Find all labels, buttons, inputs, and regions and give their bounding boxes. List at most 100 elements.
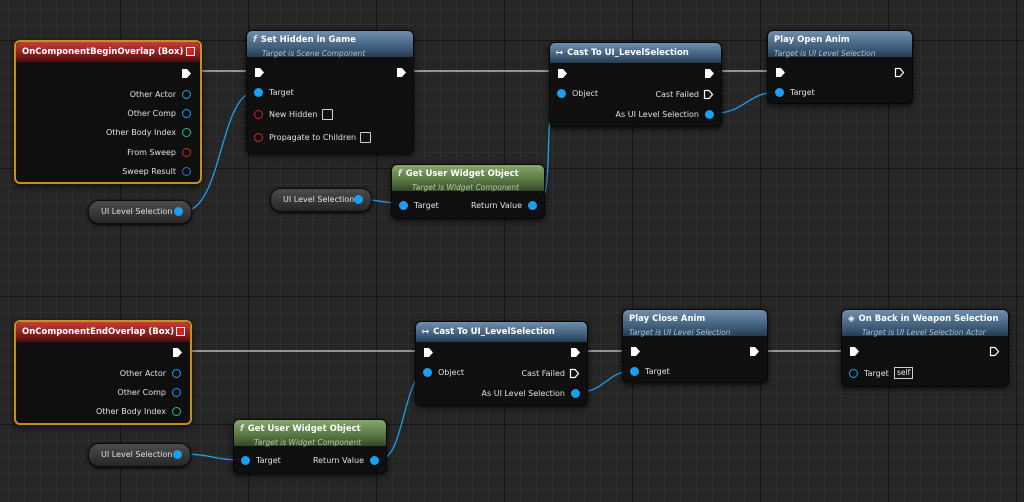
node-title: Play Close Anim bbox=[629, 314, 706, 324]
cast-to-ui-level-selection-node[interactable]: ↦Cast To UI_LevelSelection Object Cast F… bbox=[549, 42, 722, 127]
variable-label: UI Level Selection bbox=[283, 195, 355, 204]
node-title: Cast To UI_LevelSelection bbox=[433, 327, 555, 337]
pin-label: From Sweep bbox=[127, 148, 176, 157]
object-pin-icon[interactable] bbox=[557, 89, 566, 98]
exec-arrow-icon[interactable] bbox=[557, 68, 568, 79]
exec-arrow-icon[interactable] bbox=[630, 346, 641, 357]
node-subtitle: Target is Scene Component bbox=[262, 49, 366, 58]
red-square-icon bbox=[176, 327, 185, 336]
bool-pin-icon[interactable] bbox=[182, 148, 191, 157]
pin-label: Target bbox=[645, 367, 670, 376]
exec-arrow-outline-icon[interactable] bbox=[894, 67, 905, 78]
exec-arrow-icon[interactable] bbox=[254, 67, 265, 78]
node-title: OnComponentEndOverlap (Box) bbox=[22, 327, 174, 337]
exec-arrow-icon[interactable] bbox=[423, 347, 434, 358]
pin-label: Other Body Index bbox=[105, 128, 176, 137]
exec-arrow-icon[interactable] bbox=[396, 67, 407, 78]
red-square-icon bbox=[186, 47, 195, 56]
object-pin-icon[interactable] bbox=[775, 88, 784, 97]
object-pin-icon[interactable] bbox=[172, 388, 181, 397]
object-pin-icon[interactable] bbox=[630, 367, 639, 376]
exec-arrow-icon[interactable] bbox=[570, 347, 581, 358]
pin-label: Object bbox=[572, 89, 599, 98]
pin-label: Target bbox=[414, 201, 439, 210]
function-icon: f bbox=[240, 424, 244, 434]
node-subtitle: Target is Widget Component bbox=[412, 183, 520, 192]
function-icon: f bbox=[253, 35, 257, 45]
node-title: Cast To UI_LevelSelection bbox=[567, 48, 689, 58]
self-value-box[interactable]: self bbox=[894, 367, 914, 379]
object-pin-icon[interactable] bbox=[254, 88, 263, 97]
pin-label: Other Actor bbox=[129, 90, 176, 99]
object-pin-icon[interactable] bbox=[399, 201, 408, 210]
exec-arrow-icon[interactable] bbox=[172, 347, 183, 358]
bool-pin-icon[interactable] bbox=[254, 133, 263, 142]
pin-label: Other Comp bbox=[127, 109, 176, 118]
pin-label: Other Body Index bbox=[95, 407, 166, 416]
exec-arrow-outline-icon[interactable] bbox=[703, 89, 714, 100]
node-header: ↦Cast To UI_LevelSelection bbox=[416, 322, 587, 342]
object-pin-icon[interactable] bbox=[370, 456, 379, 465]
object-pin-icon[interactable] bbox=[571, 389, 580, 398]
object-pin-icon[interactable] bbox=[849, 369, 858, 378]
node-title: OnComponentBeginOverlap (Box) bbox=[22, 47, 184, 57]
pin-label: Sweep Result bbox=[122, 167, 176, 176]
object-pin-icon[interactable] bbox=[174, 207, 183, 216]
pin-label: As UI Level Selection bbox=[615, 110, 699, 119]
pin-label: Other Actor bbox=[119, 369, 166, 378]
node-header: OnComponentEndOverlap (Box) bbox=[16, 322, 190, 342]
exec-arrow-outline-icon[interactable] bbox=[989, 346, 1000, 357]
object-pin-icon[interactable] bbox=[354, 195, 363, 204]
object-pin-icon[interactable] bbox=[182, 90, 191, 99]
exec-arrow-icon[interactable] bbox=[775, 67, 786, 78]
variable-label: UI Level Selection bbox=[101, 450, 173, 459]
exec-arrow-icon[interactable] bbox=[704, 68, 715, 79]
pin-label: Return Value bbox=[312, 456, 364, 465]
variable-node[interactable]: UI Level Selection bbox=[88, 443, 191, 467]
bool-pin-icon[interactable] bbox=[254, 110, 263, 119]
node-title: Play Open Anim bbox=[774, 35, 850, 45]
exec-arrow-icon[interactable] bbox=[181, 68, 192, 79]
pin-label: Propagate to Children bbox=[269, 133, 357, 142]
pin-label: Return Value bbox=[470, 201, 522, 210]
object-pin-icon[interactable] bbox=[172, 369, 181, 378]
propagate-checkbox[interactable] bbox=[360, 132, 371, 143]
pin-label: Object bbox=[438, 368, 465, 377]
new-hidden-checkbox[interactable] bbox=[322, 109, 333, 120]
node-title: On Back in Weapon Selection bbox=[858, 314, 999, 324]
function-icon: f bbox=[398, 169, 402, 179]
node-subtitle: Target is UI Level Selection bbox=[774, 49, 876, 58]
exec-arrow-icon[interactable] bbox=[849, 346, 860, 357]
variable-node[interactable]: UI Level Selection bbox=[88, 200, 192, 224]
object-pin-icon[interactable] bbox=[241, 456, 250, 465]
node-subtitle: Target is UI Level Selection Actor bbox=[862, 328, 986, 337]
pin-label: Other Comp bbox=[117, 388, 166, 397]
variable-node[interactable]: UI Level Selection bbox=[270, 188, 372, 212]
on-component-begin-overlap-node[interactable]: OnComponentBeginOverlap (Box) Other Acto… bbox=[14, 40, 202, 184]
cast-to-ui-level-selection-node[interactable]: ↦Cast To UI_LevelSelection Object Cast F… bbox=[415, 321, 588, 406]
struct-pin-icon[interactable] bbox=[182, 167, 191, 176]
exec-arrow-outline-icon[interactable] bbox=[569, 368, 580, 379]
object-pin-icon[interactable] bbox=[705, 110, 714, 119]
event-icon: ◈ bbox=[848, 314, 855, 324]
int-pin-icon[interactable] bbox=[182, 128, 191, 137]
object-pin-icon[interactable] bbox=[528, 201, 537, 210]
exec-arrow-icon[interactable] bbox=[749, 346, 760, 357]
object-pin-icon[interactable] bbox=[173, 450, 182, 459]
int-pin-icon[interactable] bbox=[172, 407, 181, 416]
object-pin-icon[interactable] bbox=[423, 368, 432, 377]
node-header: ↦Cast To UI_LevelSelection bbox=[550, 43, 721, 63]
object-pin-icon[interactable] bbox=[182, 109, 191, 118]
on-component-end-overlap-node[interactable]: OnComponentEndOverlap (Box) Other Actor … bbox=[14, 320, 192, 425]
